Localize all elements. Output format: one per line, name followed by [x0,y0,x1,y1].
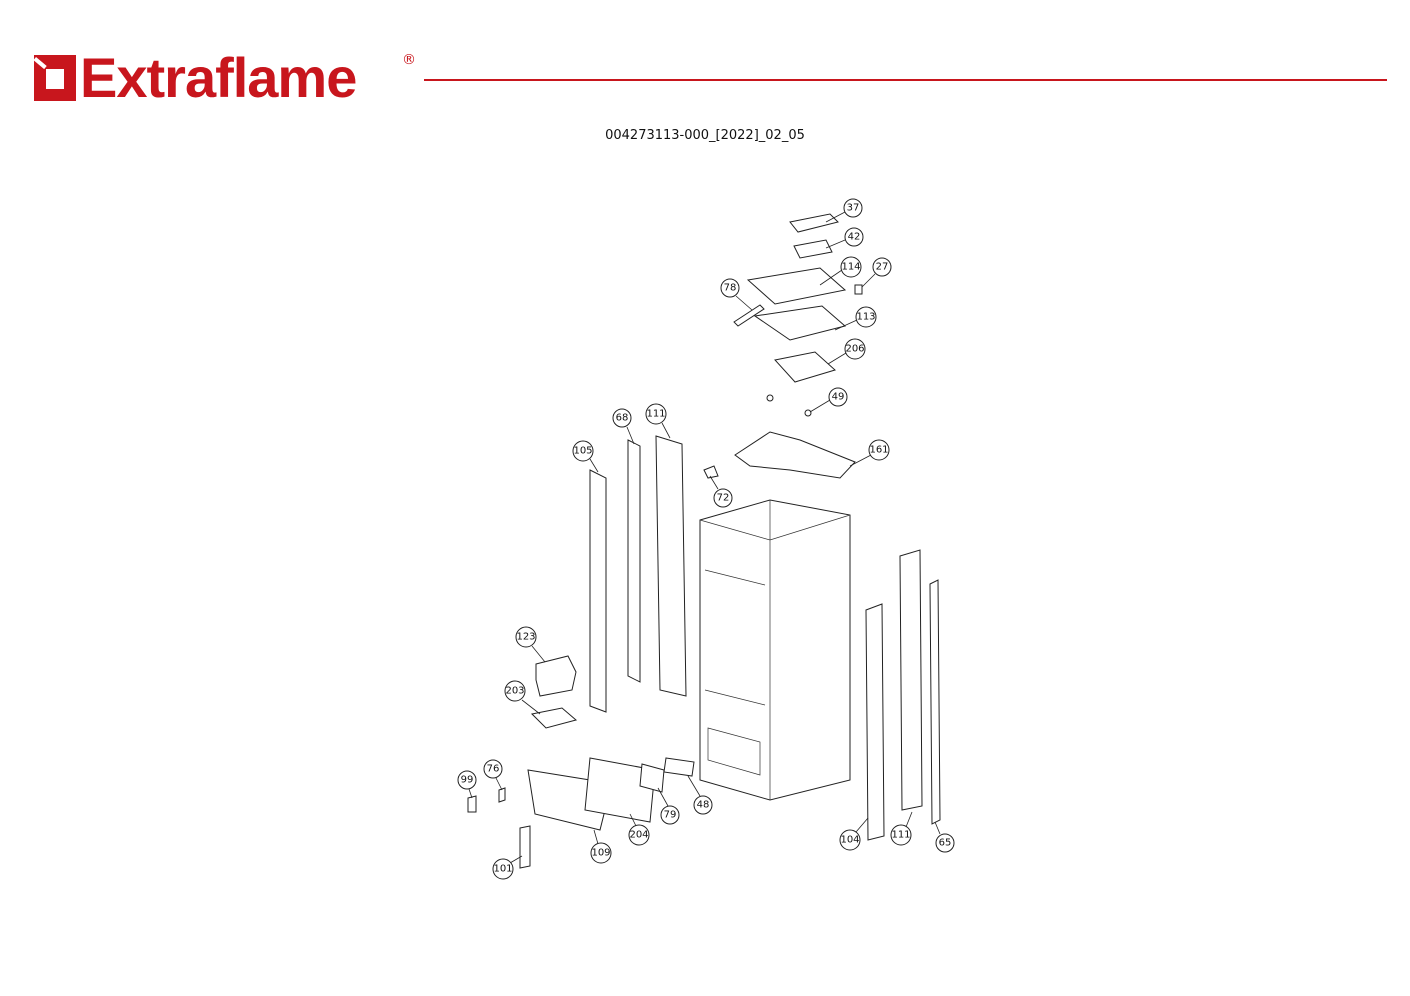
part-42 [793,239,833,259]
part-37 [789,213,839,233]
callout-48: 48 [693,795,713,815]
svg-text:203: 203 [505,686,524,697]
callout-109: 109 [590,842,612,864]
callout-76: 76 [483,759,503,779]
svg-text:42: 42 [848,232,861,243]
svg-text:206: 206 [845,344,864,355]
part-27 [854,284,863,295]
svg-text:113: 113 [856,312,875,323]
part-68 [627,439,641,683]
part-105 [589,469,607,713]
svg-text:78: 78 [724,283,737,294]
svg-text:111: 111 [646,409,665,420]
part-49a [766,394,774,402]
part-203 [530,707,578,729]
part-99 [467,795,477,813]
logo-mark-icon [34,55,76,101]
brand-name: Extraflame [80,46,357,109]
svg-text:114: 114 [841,262,860,273]
svg-text:161: 161 [869,445,888,456]
svg-text:99: 99 [461,775,474,786]
part-76 [498,787,506,803]
callout-111-top: 111 [645,403,667,425]
callout-79: 79 [660,805,680,825]
svg-text:123: 123 [516,632,535,643]
part-111-right [899,549,923,811]
callout-203: 203 [504,680,526,702]
parts [467,213,941,869]
part-123 [535,655,577,697]
callout-113: 113 [855,306,877,328]
svg-text:109: 109 [591,848,610,859]
callout-65: 65 [935,833,955,853]
callout-72: 72 [713,488,733,508]
callout-78: 78 [720,278,740,298]
svg-text:104: 104 [840,835,859,846]
callout-104: 104 [839,829,861,851]
callout-111-bottom: 111 [890,824,912,846]
brand-logo: Extraflame [34,46,357,109]
callout-105: 105 [572,440,594,462]
part-111-left [655,435,687,697]
registered-mark: ® [402,52,416,68]
callout-123: 123 [515,626,537,648]
part-72 [703,465,719,479]
callout-114: 114 [840,256,862,278]
part-114 [746,267,847,305]
callout-161: 161 [868,439,890,461]
part-204 [584,757,656,823]
callout-42: 42 [844,227,864,247]
svg-text:68: 68 [616,413,629,424]
part-78 [733,304,765,327]
callout-68: 68 [612,408,632,428]
svg-text:105: 105 [573,446,592,457]
svg-text:27: 27 [876,262,889,273]
part-161 [734,431,856,479]
callout-99: 99 [457,770,477,790]
svg-text:72: 72 [717,493,730,504]
callout-204: 204 [628,824,650,846]
callout-49: 49 [828,387,848,407]
leader-lines [468,211,941,864]
callout-27: 27 [872,257,892,277]
part-48 [663,757,695,777]
svg-text:76: 76 [487,764,500,775]
part-49b [804,409,812,417]
part-65 [929,579,941,825]
svg-text:204: 204 [629,830,648,841]
header-rule [424,79,1387,81]
svg-text:37: 37 [847,203,860,214]
callout-206: 206 [844,338,866,360]
callout-37: 37 [843,198,863,218]
part-79 [639,763,665,793]
svg-text:65: 65 [939,838,952,849]
part-101 [519,825,531,869]
callout-101: 101 [492,858,514,880]
part-104 [865,603,885,841]
svg-text:101: 101 [493,864,512,875]
svg-text:79: 79 [664,810,677,821]
main-body [699,499,851,801]
svg-text:49: 49 [832,392,845,403]
part-113 [753,305,847,341]
document-id: 004273113-000_[2022]_02_05 [605,128,805,143]
svg-text:48: 48 [697,800,710,811]
svg-text:111: 111 [891,830,910,841]
part-206 [774,351,836,383]
